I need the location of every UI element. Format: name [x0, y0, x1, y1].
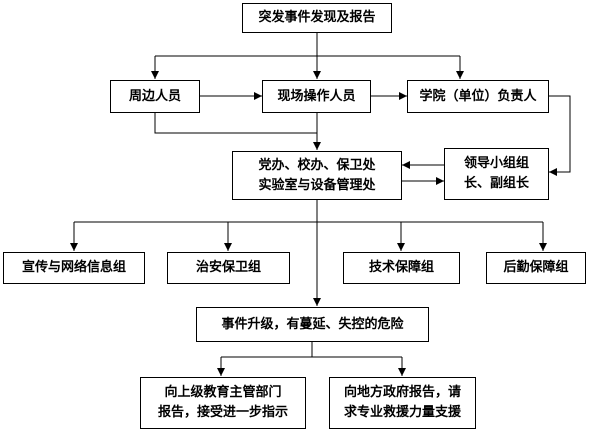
node-label-line: 向地方政府报告，请: [343, 385, 461, 400]
node-label-line: 向上级教育主管部门: [164, 385, 282, 400]
nearby-people-box: 周边人员: [110, 80, 200, 113]
node-label-line: 突发事件发现及报告: [258, 10, 376, 25]
onsite-operators-box: 现场操作人员: [262, 80, 371, 113]
logistics-group-box: 后勤保障组: [486, 252, 586, 284]
node-label-line: 技术保障组: [368, 260, 434, 275]
node-label-line: 学院（单位）负责人: [419, 88, 537, 104]
node-label-line: 周边人员: [128, 88, 181, 104]
escalation-box: 事件升级，有蔓延、失控的危险: [196, 307, 429, 342]
college-head-box: 学院（单位）负责人: [407, 80, 549, 113]
node-label-line: 领导小组组: [463, 156, 529, 171]
publicity-group-box: 宣传与网络信息组: [3, 252, 145, 284]
node-label-line: 实验室与设备管理处: [258, 177, 376, 193]
node-label-line: 治安保卫组: [195, 260, 261, 275]
event-discovery-box: 突发事件发现及报告: [242, 3, 392, 33]
node-label-line: 党办、校办、保卫处: [258, 157, 376, 173]
connector-nearby-to-admin: [154, 113, 317, 134]
leader-group-box: 领导小组组长、副组长: [444, 148, 549, 200]
node-label-line: 宣传与网络信息组: [21, 260, 126, 275]
report-education-box: 向上级教育主管部门报告，接受进一步指示: [140, 377, 306, 429]
connector-college-to-leader: [549, 95, 571, 176]
node-label-line: 现场操作人员: [277, 88, 356, 104]
tech-group-box: 技术保障组: [343, 252, 460, 284]
report-government-box: 向地方政府报告，请求专业救援力量支援: [329, 377, 476, 429]
node-label-line: 后勤保障组: [503, 260, 569, 275]
node-label-line: 报告，接受进一步指示: [157, 405, 288, 420]
node-label-line: 长、副组长: [463, 176, 529, 191]
node-label-line: 事件升级，有蔓延、失控的危险: [221, 316, 404, 332]
security-group-box: 治安保卫组: [167, 252, 290, 284]
admin-offices-box: 党办、校办、保卫处实验室与设备管理处: [232, 151, 402, 200]
node-label-line: 求专业救援力量支援: [343, 405, 461, 420]
